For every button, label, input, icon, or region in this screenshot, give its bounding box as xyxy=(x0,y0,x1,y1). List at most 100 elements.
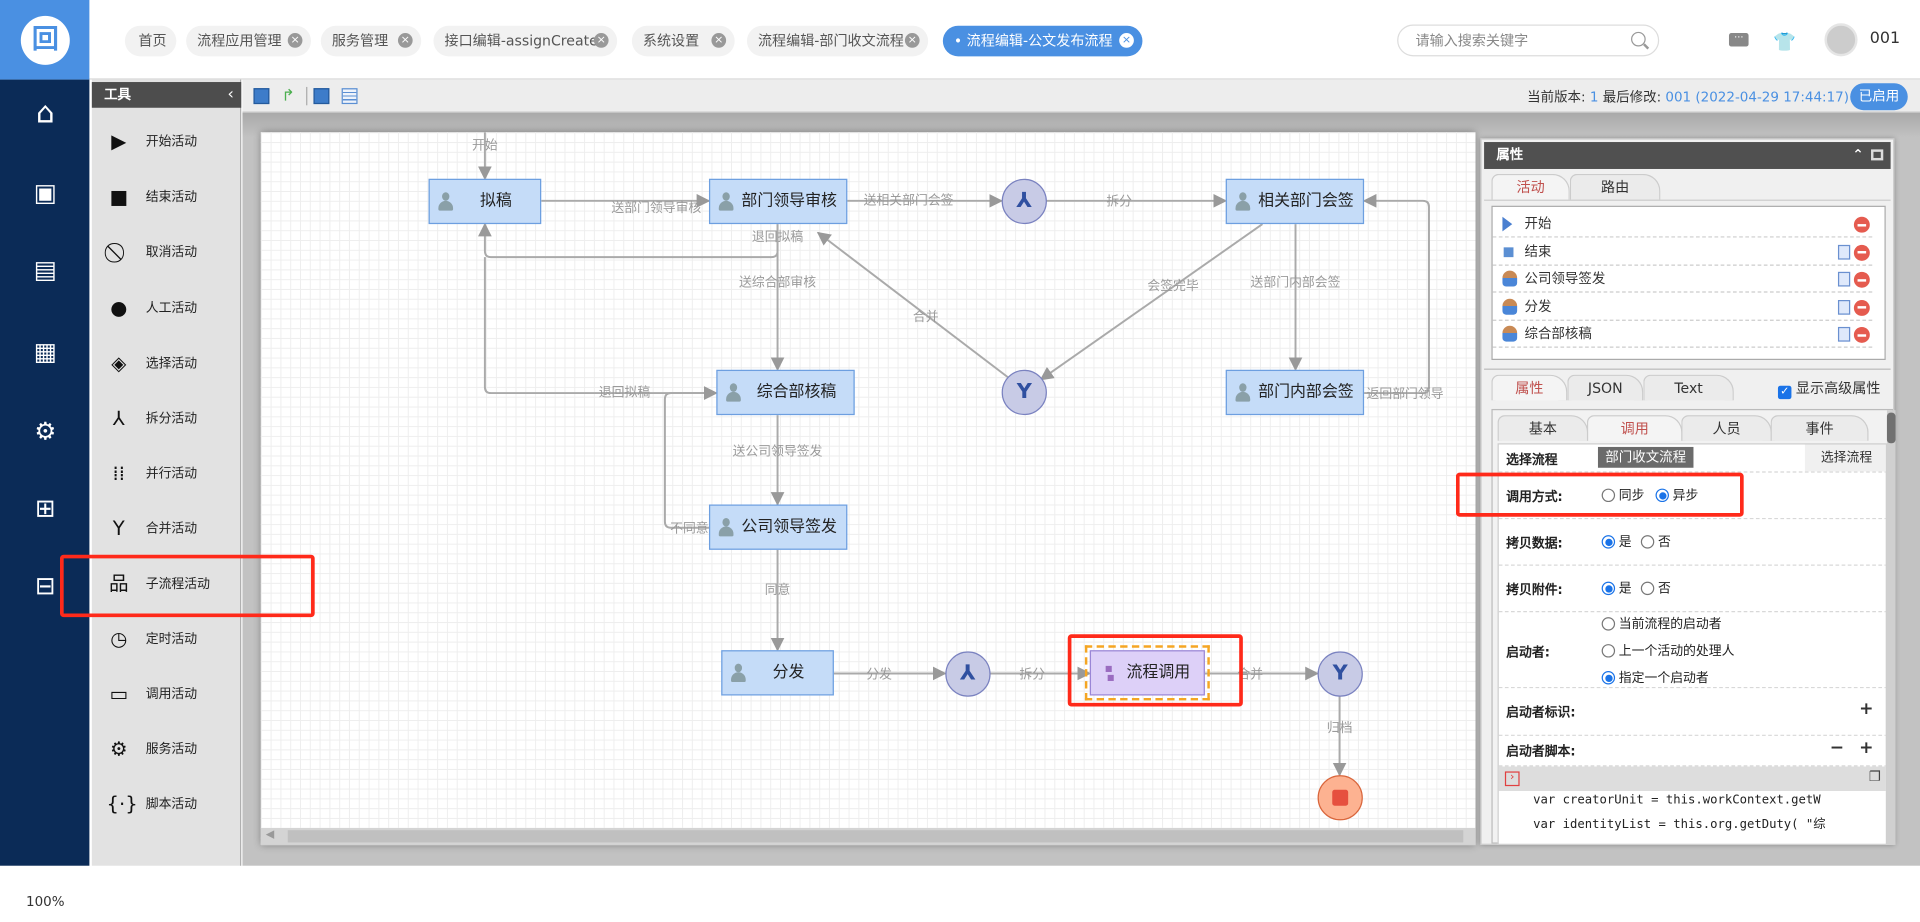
tool-cancel-activity[interactable]: ⃠取消活动 xyxy=(92,234,241,271)
search-input[interactable]: 请输入搜索关键字 xyxy=(1397,24,1660,57)
tab-people[interactable]: 人员 xyxy=(1681,415,1772,441)
tool-service-activity[interactable]: ⚙服务活动 xyxy=(92,731,241,768)
vertical-scrollbar[interactable] xyxy=(1886,410,1896,845)
node-dept-review[interactable]: 部门领导审核 xyxy=(708,178,848,225)
split-gateway-icon[interactable]: ⅄ xyxy=(945,651,991,697)
delete-icon[interactable] xyxy=(1853,326,1870,343)
status-badge[interactable]: 已启用 xyxy=(1850,83,1908,111)
save-icon[interactable] xyxy=(253,88,270,105)
tab-process-app-management[interactable]: 流程应用管理× xyxy=(186,25,312,57)
delete-icon[interactable] xyxy=(1853,271,1870,288)
tool-subprocess-activity[interactable]: 品子流程活动 xyxy=(92,566,241,603)
close-icon[interactable]: × xyxy=(593,33,609,48)
show-advanced-checkbox[interactable]: ✓ 显示高级属性 xyxy=(1777,378,1880,400)
node-company-sign[interactable]: 公司领导签发 xyxy=(708,504,848,550)
horizontal-scrollbar[interactable]: ◀ xyxy=(260,827,1476,845)
close-icon[interactable]: × xyxy=(1119,33,1134,48)
tab-activities[interactable]: 活动 xyxy=(1491,173,1570,200)
tab-text[interactable]: Text xyxy=(1643,374,1734,401)
home-icon[interactable]: ⌂ xyxy=(35,95,55,130)
tab-flow-edit-publish[interactable]: • 流程编辑-公文发布流程× xyxy=(942,25,1143,57)
user-settings-icon[interactable]: ⚙ xyxy=(34,416,57,446)
activity-list-item[interactable]: 综合部核稿 xyxy=(1492,321,1873,348)
run-script-icon[interactable]: › xyxy=(1504,771,1520,787)
delete-icon[interactable] xyxy=(1853,299,1870,316)
delete-icon[interactable] xyxy=(1853,244,1870,261)
collapse-icon[interactable]: ‹ xyxy=(227,85,234,105)
tab-interface-edit[interactable]: 接口编辑-assignCreate× xyxy=(433,25,618,57)
close-icon[interactable]: × xyxy=(287,33,303,48)
username[interactable]: 001 xyxy=(1869,29,1901,48)
close-icon[interactable]: × xyxy=(904,33,920,48)
tab-call[interactable]: 调用 xyxy=(1586,415,1683,441)
dashboard-icon[interactable]: ⊞ xyxy=(35,493,56,523)
copy-icon[interactable] xyxy=(1837,244,1851,259)
tab-routes[interactable]: 路由 xyxy=(1569,173,1661,200)
end-node[interactable] xyxy=(1317,775,1363,821)
collapse-up-icon[interactable]: ⌃ xyxy=(1852,146,1864,163)
tab-system-settings[interactable]: 系统设置× xyxy=(631,25,735,57)
message-icon[interactable]: ··· xyxy=(1728,32,1749,47)
collapse-minus-icon[interactable]: − xyxy=(1829,738,1845,758)
tab-basic[interactable]: 基本 xyxy=(1497,415,1589,441)
add-icon[interactable]: + xyxy=(1859,699,1874,719)
radio-copy-data-no[interactable]: 否 xyxy=(1640,533,1671,551)
tool-split-activity[interactable]: ⅄拆分活动 xyxy=(92,400,241,437)
news-icon[interactable]: ▤ xyxy=(33,254,57,285)
radio-copy-attach-no[interactable]: 否 xyxy=(1640,579,1671,597)
activity-list-item[interactable]: 结束 xyxy=(1492,238,1873,266)
zoom-level[interactable]: 100% xyxy=(22,882,69,922)
node-draft[interactable]: 拟稿 xyxy=(428,178,542,225)
flow-monitor-icon[interactable]: ⊟ xyxy=(35,570,56,601)
flow-canvas[interactable] xyxy=(260,132,1476,845)
tool-invoke-activity[interactable]: ▭调用活动 xyxy=(92,676,241,713)
merge-gateway-icon[interactable]: Y xyxy=(1317,651,1363,697)
tool-script-activity[interactable]: {·}脚本活动 xyxy=(92,786,241,823)
avatar[interactable] xyxy=(1824,23,1858,57)
tool-choice-activity[interactable]: ◈选择活动 xyxy=(92,345,241,382)
scroll-thumb[interactable] xyxy=(1886,412,1896,444)
node-process-call[interactable]: ▪ ▪流程调用 xyxy=(1089,650,1205,696)
copy-icon[interactable] xyxy=(1837,271,1851,287)
close-icon[interactable]: × xyxy=(711,33,727,48)
radio-sync[interactable]: 同步 xyxy=(1601,486,1644,504)
publish-icon[interactable]: ↱ xyxy=(281,86,295,106)
select-process-button[interactable]: 选择流程 xyxy=(1804,444,1886,472)
maximize-icon[interactable] xyxy=(1871,149,1884,161)
tool-end-activity[interactable]: ■结束活动 xyxy=(92,179,241,216)
copy-icon[interactable] xyxy=(1837,299,1851,315)
activity-list-item[interactable]: 开始 xyxy=(1492,211,1873,238)
copy-icon[interactable] xyxy=(1837,326,1851,342)
node-related-sign[interactable]: 相关部门会签 xyxy=(1225,178,1365,225)
skin-icon[interactable]: 👕 xyxy=(1773,30,1796,53)
save-as-icon[interactable] xyxy=(313,88,330,105)
tool-manual-activity[interactable]: ●人工活动 xyxy=(92,290,241,327)
tab-service-management[interactable]: 服务管理× xyxy=(320,25,422,57)
scroll-left-icon[interactable]: ◀ xyxy=(265,828,275,842)
radio-starter-previous[interactable]: 上一个活动的处理人 xyxy=(1601,642,1734,660)
search-icon[interactable] xyxy=(1631,31,1646,47)
radio-starter-current[interactable]: 当前流程的启动者 xyxy=(1601,615,1722,633)
close-icon[interactable]: × xyxy=(397,33,413,48)
tool-start-activity[interactable]: ▶开始活动 xyxy=(92,124,241,161)
node-distribute[interactable]: 分发 xyxy=(721,650,834,696)
radio-copy-data-yes[interactable]: 是 xyxy=(1601,533,1632,551)
tab-flow-edit-receive[interactable]: 流程编辑-部门收文流程× xyxy=(746,25,929,57)
activity-list-item[interactable]: 公司领导签发 xyxy=(1492,266,1873,293)
split-gateway-icon[interactable]: ⅄ xyxy=(1001,178,1047,225)
radio-async[interactable]: 异步 xyxy=(1655,486,1698,504)
script-editor[interactable]: var creatorUnit = this.workContext.getW … xyxy=(1498,791,1886,844)
list-icon[interactable] xyxy=(341,88,358,105)
app-logo[interactable]: 回 xyxy=(0,0,90,80)
node-general-review[interactable]: 综合部核稿 xyxy=(716,369,855,416)
radio-copy-attach-yes[interactable]: 是 xyxy=(1601,579,1632,597)
calendar-icon[interactable]: ▦ xyxy=(33,336,57,367)
tool-parallel-activity[interactable]: ⁞⁞并行活动 xyxy=(92,456,241,493)
node-internal-sign[interactable]: 部门内部会签 xyxy=(1225,369,1365,416)
desktop-user-icon[interactable]: ▣ xyxy=(33,177,57,207)
scroll-thumb[interactable] xyxy=(287,830,1464,843)
tab-home[interactable]: 首页 xyxy=(124,25,177,57)
delete-icon[interactable] xyxy=(1853,216,1870,233)
restore-window-icon[interactable]: ❐ xyxy=(1868,768,1881,785)
